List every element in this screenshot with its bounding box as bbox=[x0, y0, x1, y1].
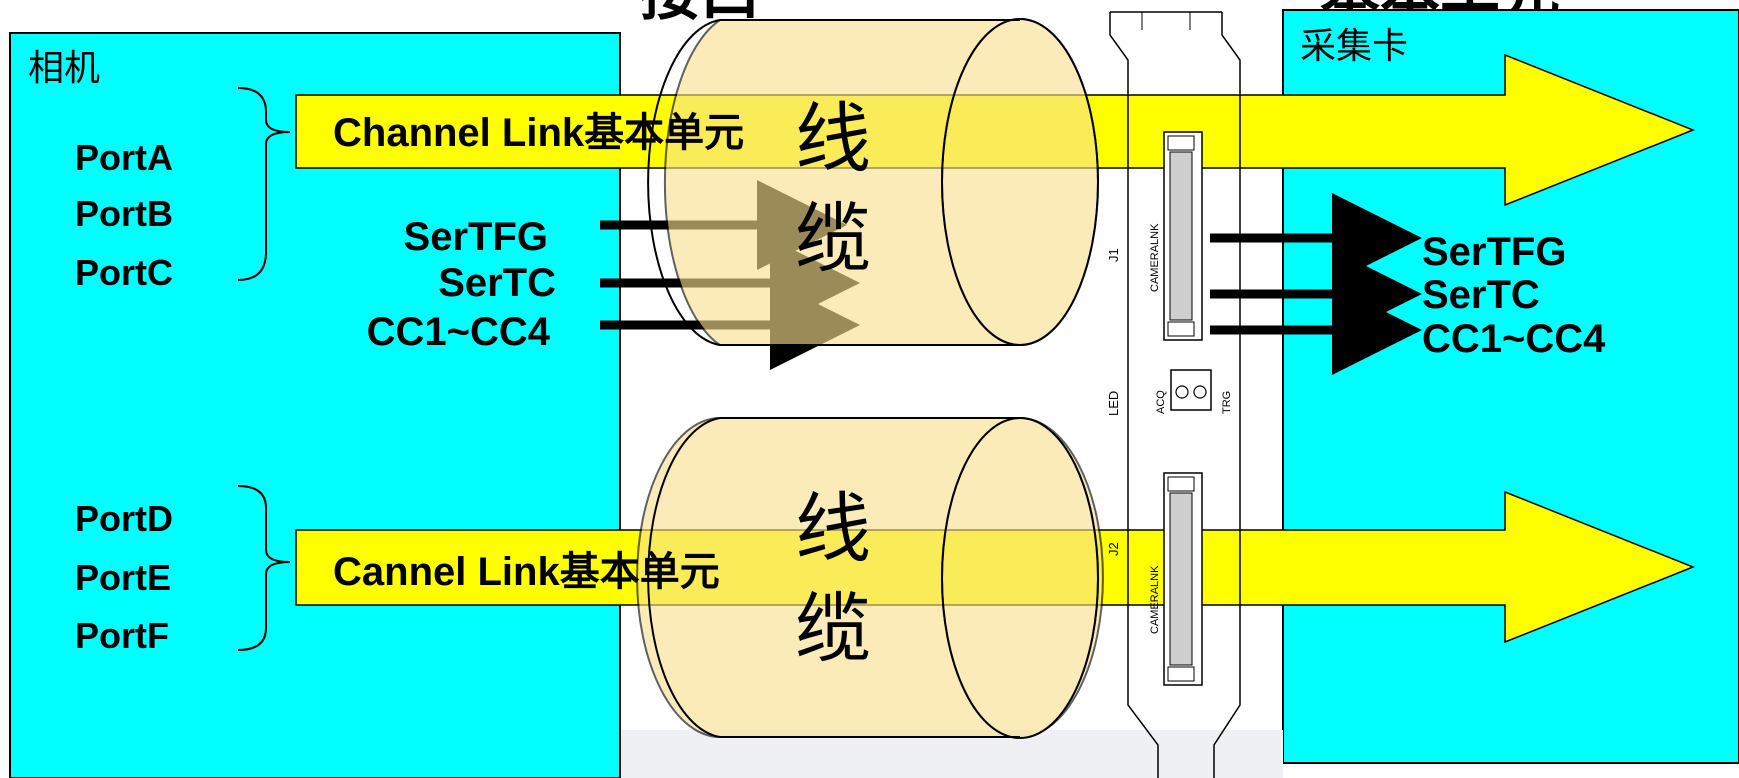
led-block bbox=[1170, 369, 1212, 411]
port-label-d: PortD bbox=[75, 498, 173, 539]
port-brace-top bbox=[237, 87, 291, 281]
camera-signal-cc: CC1~CC4 bbox=[367, 310, 551, 354]
cable-top-char-1: 线 bbox=[795, 97, 871, 182]
port-label-a: PortA bbox=[75, 137, 173, 178]
port-label-f: PortF bbox=[75, 615, 169, 656]
ports-bottom: PortD PortE PortF bbox=[75, 498, 173, 656]
ports-top: PortA PortB PortC bbox=[75, 137, 173, 293]
grabber-signal-labels: SerTFG SerTC CC1~CC4 bbox=[1422, 230, 1606, 361]
bracket-label-acq: ACQ bbox=[1155, 390, 1167, 414]
port-label-b: PortB bbox=[75, 193, 173, 234]
bracket-label-led: LED bbox=[1106, 391, 1121, 416]
bracket-outline bbox=[1109, 12, 1241, 778]
port-label-c: PortC bbox=[75, 252, 173, 293]
cable-outlines bbox=[647, 18, 1099, 739]
cable-top-char-2: 缆 bbox=[795, 197, 871, 282]
camera-signal-sertfg: SerTFG bbox=[404, 215, 548, 259]
frame-grabber-title: 采集卡 bbox=[1300, 25, 1408, 66]
channel-link-label-top: Channel Link基本单元 bbox=[333, 111, 744, 155]
port-brace-bottom bbox=[237, 485, 291, 651]
grabber-signal-sertfg: SerTFG bbox=[1422, 230, 1566, 274]
cable-label-top: 线 缆 bbox=[795, 97, 871, 282]
bracket-label-trg: TRG bbox=[1221, 391, 1233, 414]
led-acq-icon bbox=[1175, 385, 1189, 399]
camera-signal-labels: SerTFG SerTC CC1~CC4 bbox=[367, 215, 556, 354]
grabber-signal-sertc: SerTC bbox=[1422, 273, 1540, 317]
bracket-label-connector-j2: CAMERALNK bbox=[1149, 565, 1161, 634]
grabber-signal-cc: CC1~CC4 bbox=[1422, 317, 1606, 361]
channel-link-label-bottom: Cannel Link基本单元 bbox=[333, 550, 720, 594]
camera-signal-sertc: SerTC bbox=[438, 261, 556, 305]
bracket-label-connector-j1: CAMERALNK bbox=[1149, 223, 1161, 292]
camera-title: 相机 bbox=[28, 47, 100, 88]
cable-bottom-char-1: 线 bbox=[795, 487, 871, 572]
bracket-label-j1: J1 bbox=[1106, 248, 1121, 262]
pci-bracket: J1 CAMERALNK J2 CAMERALNK LED ACQ TRG bbox=[1106, 11, 1241, 778]
grabber-signal-arrows bbox=[1210, 193, 1422, 375]
port-label-e: PortE bbox=[75, 557, 171, 598]
cable-label-bottom: 线 缆 bbox=[795, 487, 871, 672]
cable-bottom-char-2: 缆 bbox=[795, 587, 871, 672]
cable-top bbox=[663, 18, 1099, 346]
cable-bottom bbox=[636, 417, 1104, 739]
led-trg-icon bbox=[1193, 385, 1207, 399]
connector-j1 bbox=[1163, 131, 1203, 341]
bracket-label-j2: J2 bbox=[1106, 542, 1121, 556]
connector-j2 bbox=[1163, 472, 1203, 686]
